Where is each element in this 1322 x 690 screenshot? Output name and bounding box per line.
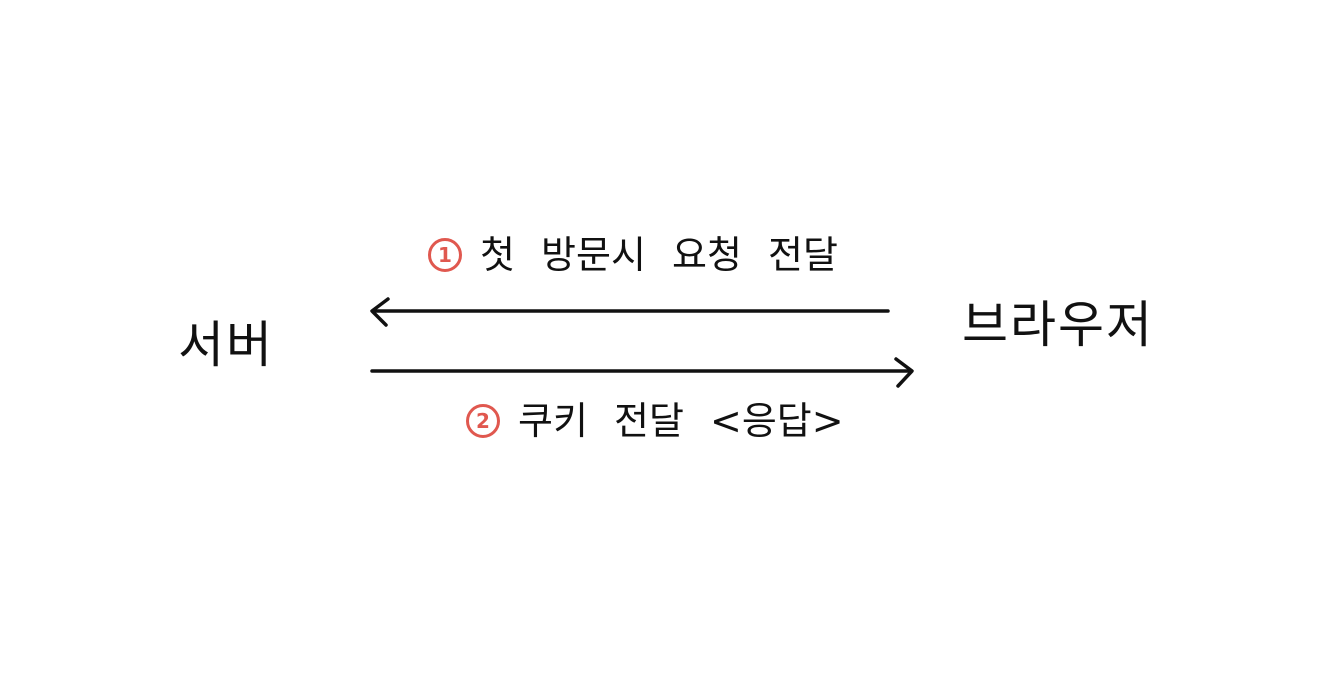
step-1-badge: 1: [428, 238, 462, 272]
browser-label: 브라우저: [962, 296, 1154, 354]
request-edge-label: 1 첫 방문시 요청 전달: [428, 236, 838, 274]
request-label-text: 첫 방문시 요청 전달: [480, 233, 838, 277]
step-2-badge: 2: [466, 404, 500, 438]
server-label: 서버: [178, 316, 274, 374]
response-label-text: 쿠키 전달 <응답>: [518, 399, 844, 443]
response-arrow: [370, 357, 914, 388]
response-edge-label: 2 쿠키 전달 <응답>: [466, 402, 844, 440]
request-arrow: [370, 297, 890, 327]
